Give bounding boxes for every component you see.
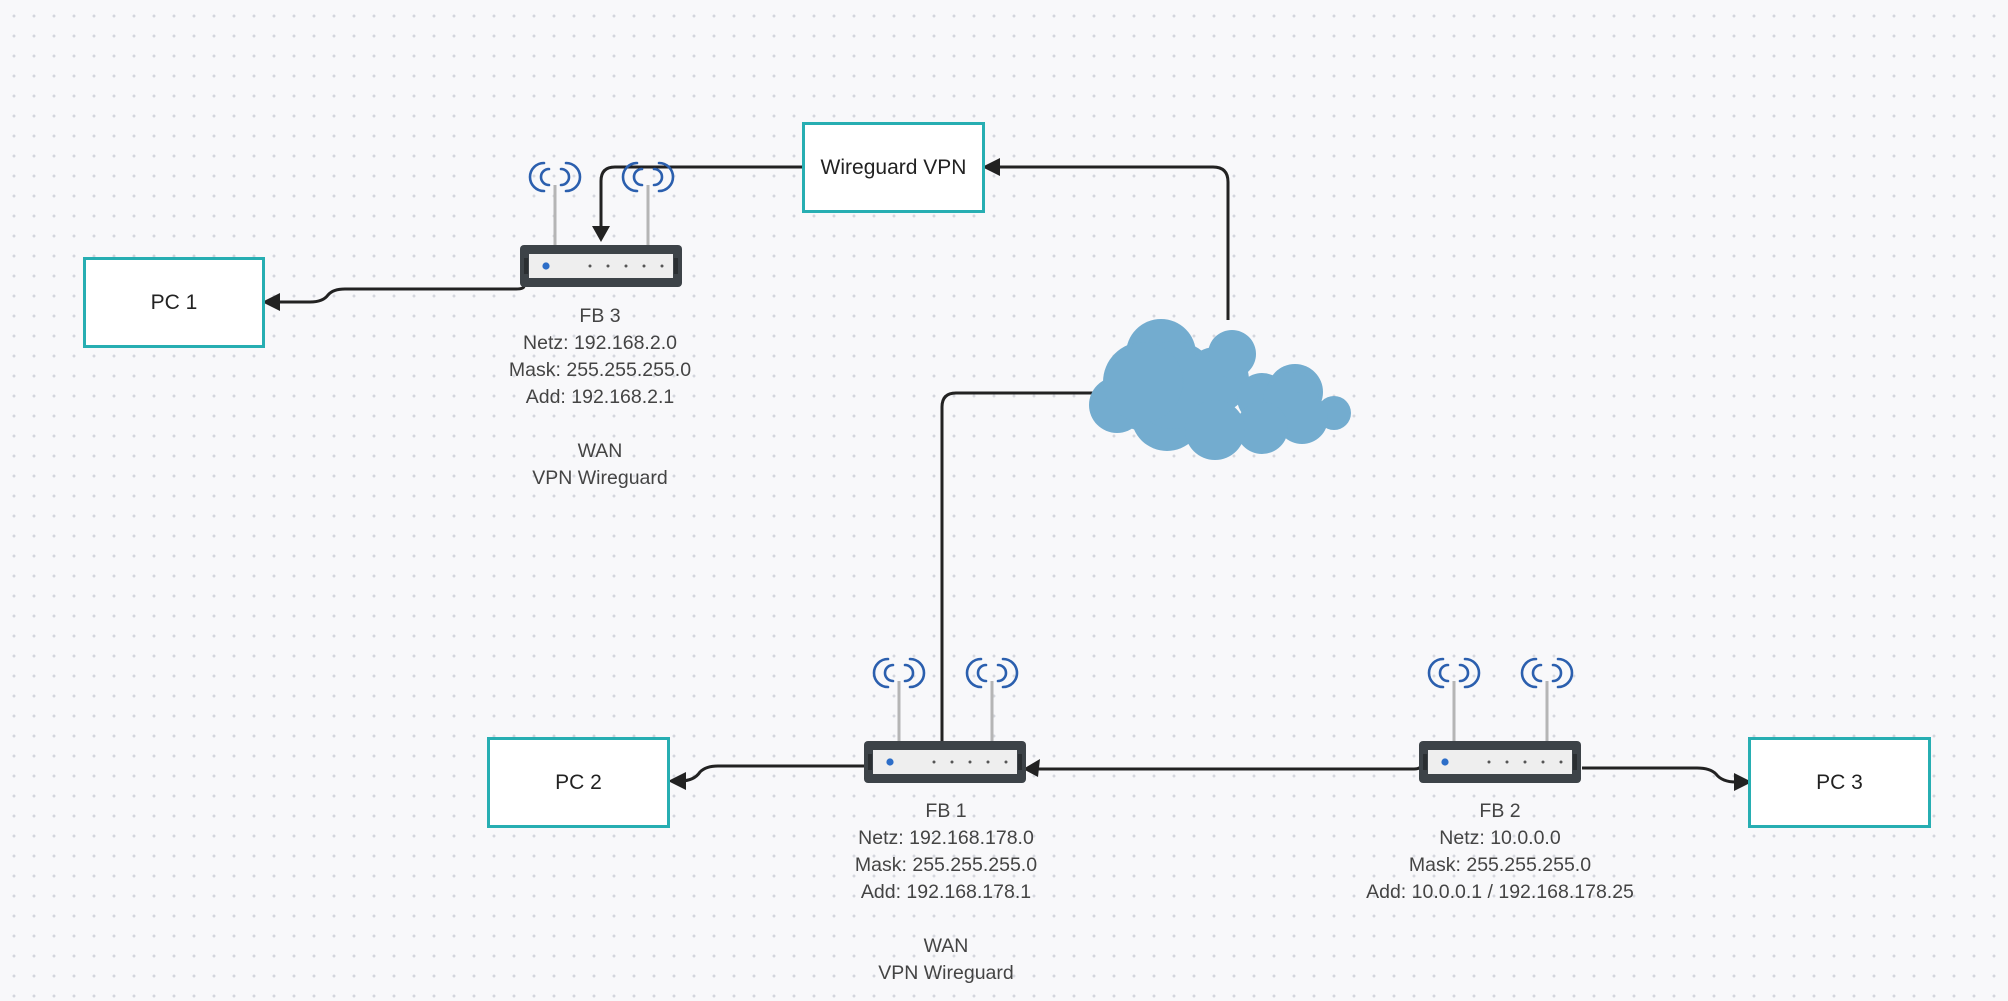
vpn-box[interactable]: Wireguard VPN [802,122,985,213]
fb3-mask: Mask: 255.255.255.0 [508,359,692,381]
fb1-wan: WAN [923,935,969,957]
fb2-mask: Mask: 255.255.255.0 [1408,854,1592,876]
fb3-name: FB 3 [579,305,621,327]
vpn-label: Wireguard VPN [820,155,967,179]
fb1-add: Add: 192.168.178.1 [860,881,1032,903]
fb1-name: FB 1 [925,800,967,822]
router-fb1[interactable] [862,657,1028,785]
connector-fb1-to-pc2 [678,764,868,783]
pc1-box[interactable]: PC 1 [83,257,265,348]
fb1-mask: Mask: 255.255.255.0 [854,854,1038,876]
arrow-into-vpn [982,158,1000,176]
pc3-label: PC 3 [1816,770,1863,794]
fb2-name: FB 2 [1479,800,1521,822]
pc1-label: PC 1 [150,290,198,314]
fb3-add: Add: 192.168.2.1 [525,386,675,408]
fb3-vpn: VPN Wireguard [532,467,668,489]
fb2-netz: Netz: 10.0.0.0 [1439,827,1561,849]
connector-cloud-to-fb1 [940,391,1105,744]
pc2-label: PC 2 [555,770,602,794]
fb1-netz: Netz: 192.168.178.0 [858,827,1034,849]
fb3-info: FB 3 Netz: 192.168.2.0 Mask: 255.255.255… [450,303,750,492]
fb3-wan: WAN [577,440,623,462]
pc2-box[interactable]: PC 2 [487,737,670,828]
router-fb2[interactable] [1417,657,1583,785]
fb1-vpn: VPN Wireguard [878,962,1014,984]
arrow-into-fb3 [592,226,610,242]
fb2-info: FB 2 Netz: 10.0.0.0 Mask: 255.255.255.0 … [1300,798,1700,906]
fb1-info: FB 1 Netz: 192.168.178.0 Mask: 255.255.2… [796,798,1096,987]
arrow-into-pc2 [668,772,686,790]
arrow-into-fb1-right [1023,759,1040,777]
connector-cloud-to-vpn [1000,165,1230,320]
connector-fb2-to-pc3 [1582,766,1738,784]
connector-vpn-to-fb3 [599,165,805,226]
arrow-into-pc3 [1734,773,1752,791]
pc3-box[interactable]: PC 3 [1748,737,1931,828]
fb2-add: Add: 10.0.0.1 / 192.168.178.25 [1366,881,1634,903]
cloud-icon[interactable] [1089,319,1351,460]
connector-fb2-to-fb1 [1038,762,1424,771]
fb3-netz: Netz: 192.168.2.0 [523,332,677,354]
connector-fb3-to-pc1 [280,285,526,304]
arrow-into-pc1 [262,293,280,311]
